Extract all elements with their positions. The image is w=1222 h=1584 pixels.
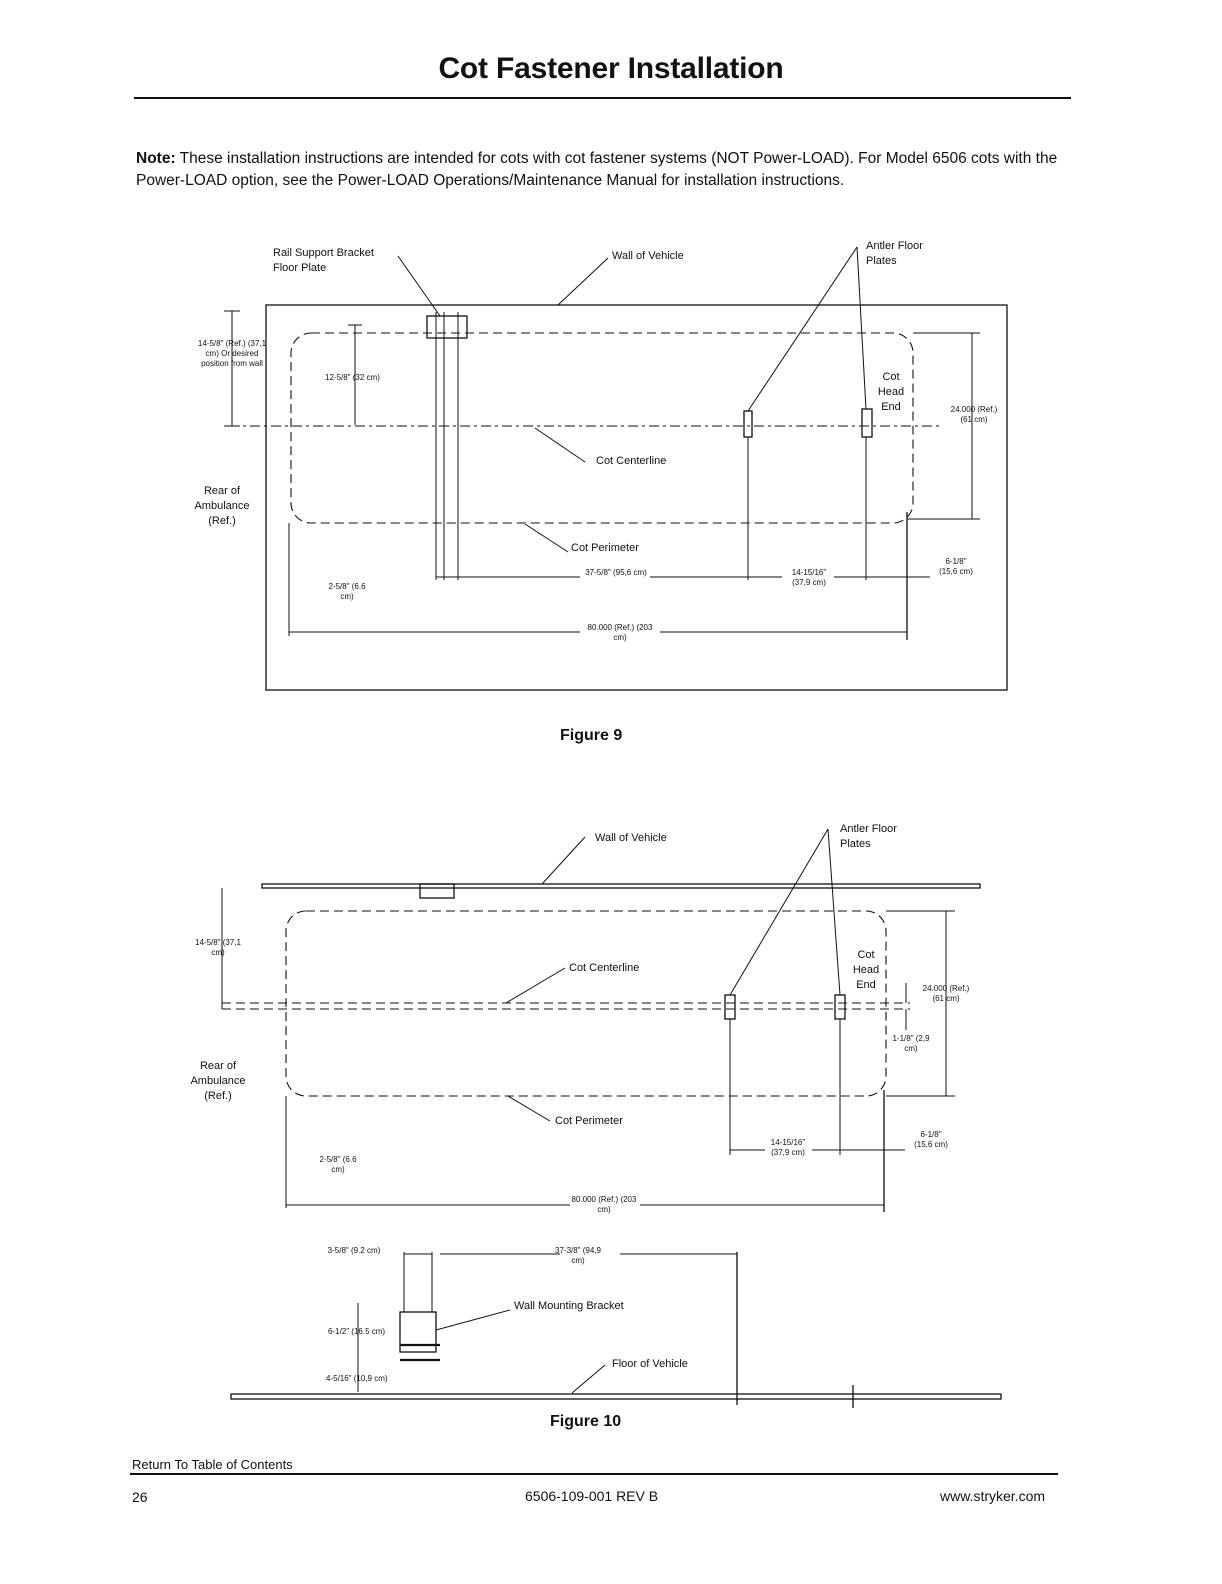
fig9-wall-label: Wall of Vehicle xyxy=(612,250,684,262)
fig10-dim-37: 37-3/8" (94,9 cm) xyxy=(555,1246,601,1265)
fig10-dim-3: 3-5/8" (9.2 cm) xyxy=(327,1246,381,1255)
fig10-dim-left: 14-5/8" (37,1 cm) xyxy=(195,938,241,957)
fig9-antler-label: Antler Floor Plates xyxy=(866,240,923,267)
fig10-dim-24: 24.000 (Ref.) (61 cm) xyxy=(922,984,970,1003)
note-text: These installation instructions are inte… xyxy=(136,150,1058,189)
fig10-bracket-label: Wall Mounting Bracket xyxy=(514,1300,624,1312)
fig9-dim-2: 2-5/8" (6.6 cm) xyxy=(328,582,366,601)
fig9-cot-head-label: Cot Head End xyxy=(877,371,905,413)
figure-9-caption: Figure 9 xyxy=(560,727,623,744)
fig9-dim-14: 14-15/16" (37,9 cm) xyxy=(791,568,827,587)
fig10-cot-head-label: Cot Head End xyxy=(852,949,880,991)
fig10-dim-6: 6-1/8" (15,6 cm) xyxy=(914,1130,948,1149)
website-link[interactable]: www.stryker.com xyxy=(940,1488,1046,1504)
figure-10-caption: Figure 10 xyxy=(550,1413,622,1430)
fig10-rear-label: Rear of Ambulance (Ref.) xyxy=(190,1060,246,1102)
toc-link[interactable]: Return To Table of Contents xyxy=(132,1457,293,1472)
fig10-floor-label: Floor of Vehicle xyxy=(612,1358,688,1370)
page-title: Cot Fastener Installation xyxy=(438,52,784,85)
fig9-dim-80: 80.000 (Ref.) (203 cm) xyxy=(587,623,653,642)
fig10-centerline-label: Cot Centerline xyxy=(569,962,640,974)
fig9-centerline-label: Cot Centerline xyxy=(596,455,667,467)
fig10-dim-14: 14-15/16" (37,9 cm) xyxy=(770,1138,806,1157)
note-label: Note: xyxy=(136,150,176,167)
fig9-perimeter-label: Cot Perimeter xyxy=(571,542,639,554)
title-rule xyxy=(134,97,1071,99)
footer-rule xyxy=(130,1473,1058,1475)
fig9-dim-24: 24.000 (Ref.) (61 cm) xyxy=(950,405,998,424)
fig10-dim-2: 2-5/8" (6.6 cm) xyxy=(319,1155,357,1174)
fig10-wall-label: Wall of Vehicle xyxy=(595,832,667,844)
fig9-dim-37: 37-5/8" (95,6 cm) xyxy=(585,568,647,577)
fig9-dim-6: 6-1/8" (15,6 cm) xyxy=(939,557,973,576)
fig10-dim-1: 1-1/8" (2,9 cm) xyxy=(892,1034,930,1053)
page-number: 26 xyxy=(132,1489,148,1505)
fig9-rail-support-label: Rail Support Bracket Floor Plate xyxy=(273,247,374,274)
doc-code: 6506-109-001 REV B xyxy=(525,1488,659,1504)
fig10-dim-6-5: 6-1/2" (16.5 cm) xyxy=(328,1327,386,1336)
fig9-dim-left: 14-5/8" (Ref.) (37,1 cm) Or desired posi… xyxy=(197,339,267,368)
fig10-dim-4: 4-5/16" (10,9 cm) xyxy=(326,1374,388,1383)
fig9-rear-label: Rear of Ambulance (Ref.) xyxy=(194,485,250,527)
fig10-dim-80: 80.000 (Ref.) (203 cm) xyxy=(571,1195,637,1214)
fig10-perimeter-label: Cot Perimeter xyxy=(555,1115,623,1127)
fig10-antler-label: Antler Floor Plates xyxy=(840,823,897,850)
fig9-dim-12: 12-5/8" (32 cm) xyxy=(325,373,380,382)
note-paragraph: Note: These installation instructions ar… xyxy=(136,148,1086,192)
